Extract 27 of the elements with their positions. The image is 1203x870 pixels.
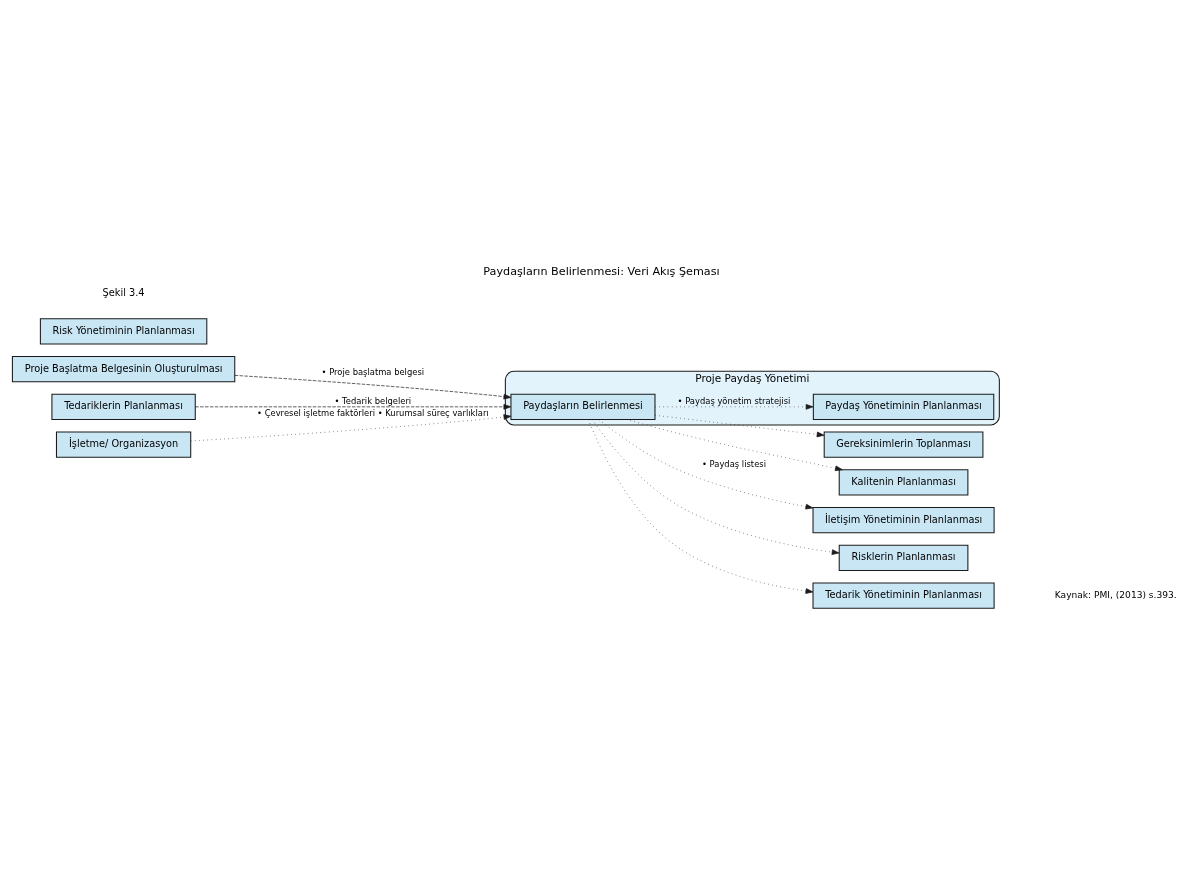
node-box: İşletme/ Organizasyon: [55, 430, 192, 458]
arrow: [195, 403, 512, 410]
arrow: [598, 418, 814, 509]
node-box: Tedarik Yönetiminin Planlanması: [812, 582, 995, 609]
arrow: [234, 374, 512, 399]
arrow: [654, 414, 825, 437]
node-box: Paydaş Yönetiminin Planlanması: [812, 393, 995, 420]
arrow: [591, 418, 840, 555]
node-box: Proje Başlatma Belgesinin Oluşturulması: [11, 355, 236, 382]
edge-label: • Çevresel işletme faktörleri • Kurumsal süreç varlıkları: [257, 407, 489, 418]
node-box: Tedariklerin Planlanması: [51, 393, 196, 420]
label: Şekil 3.4: [102, 286, 145, 298]
node-box: Risk Yönetiminin Planlanması: [39, 317, 208, 344]
node-box: Kalitenin Planlanması: [838, 468, 969, 495]
node-box: İletişim Yönetiminin Planlanması: [812, 506, 995, 533]
node-box: Risklerin Planlanması: [838, 544, 969, 571]
arrow: [190, 413, 512, 441]
node-box: Gereksinimlerin Toplanması: [823, 430, 984, 458]
edge-label: • Proje başlatma belgesi: [321, 366, 425, 377]
edge-label: • Paydaş listesi: [702, 458, 766, 469]
arrow: [588, 418, 814, 594]
diagram-title: Paydaşların Belirlenmesi: Veri Akış Şeması: [483, 264, 720, 278]
edge-label: • Paydaş yönetim stratejisi: [677, 395, 791, 406]
edge-label: • Tedarik belgeleri: [334, 395, 412, 406]
node-box: Paydaşların Belirlenmesi: [510, 393, 656, 420]
arrow: [654, 403, 814, 410]
caption: Kaynak: PMI, (2013) s.393.: [1054, 589, 1177, 600]
